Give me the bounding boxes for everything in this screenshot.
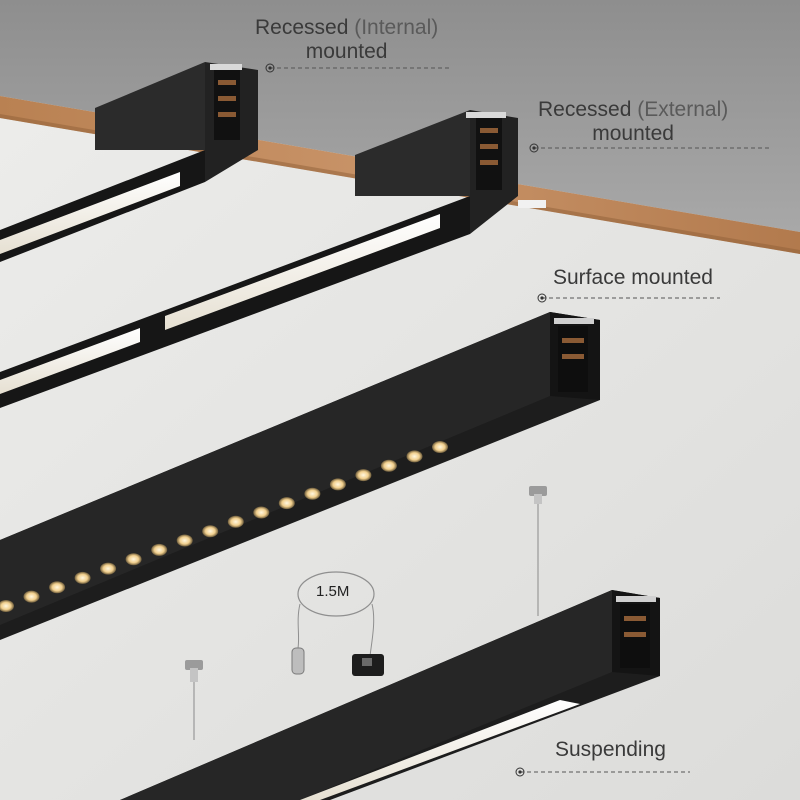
- led-chip: [278, 497, 295, 510]
- suspension-cable: [193, 500, 539, 740]
- label-recessed-internal: Recessed (Internal) mounted: [255, 16, 438, 64]
- suspending-profile: [120, 590, 660, 800]
- cable-length-label: 1.5M: [316, 583, 350, 600]
- label-recessed-external-paren: (External): [637, 98, 729, 121]
- cable-gripper-icon: [291, 647, 305, 675]
- label-recessed-internal-paren: (Internal): [354, 16, 439, 39]
- led-chip: [74, 571, 91, 584]
- ceiling-canopy-icon: [529, 486, 547, 504]
- led-chip: [151, 543, 168, 556]
- label-suspending: Suspending: [555, 738, 666, 761]
- recessed-internal-profile: [0, 62, 258, 262]
- label-recessed-external: Recessed (External) mounted: [538, 98, 728, 146]
- led-chip: [227, 515, 244, 528]
- led-chip: [125, 553, 142, 566]
- led-chip: [202, 525, 219, 538]
- led-chip: [406, 450, 423, 463]
- surface-mounted-profile: [0, 312, 600, 640]
- led-chip: [380, 459, 397, 472]
- cable-clamp-icon: [352, 654, 384, 676]
- led-chip: [329, 478, 346, 491]
- leader-suspending: [515, 767, 690, 777]
- label-recessed-external-mounted: mounted: [592, 122, 674, 145]
- led-chip: [253, 506, 270, 519]
- cable-coil: [297, 571, 375, 657]
- leader-surface: [537, 293, 720, 303]
- leader-external: [529, 143, 770, 153]
- led-chip: [355, 469, 372, 482]
- led-row: [0, 441, 448, 612]
- ceiling-canopy-icon: [185, 660, 203, 682]
- ceiling: [0, 0, 800, 232]
- led-chip: [23, 590, 40, 603]
- label-recessed-internal-mounted: mounted: [305, 40, 388, 63]
- recessed-external-profile: [0, 110, 546, 408]
- label-recessed-external-word: Recessed: [538, 98, 638, 121]
- label-surface-mounted: Surface mounted: [553, 266, 713, 289]
- led-chip: [176, 534, 193, 547]
- led-chip: [0, 600, 14, 612]
- led-chip: [432, 441, 448, 453]
- led-chip: [304, 487, 321, 500]
- label-recessed-internal-word: Recessed: [255, 16, 355, 39]
- led-chip: [100, 562, 117, 575]
- led-chip: [49, 581, 66, 594]
- leader-internal: [265, 63, 450, 73]
